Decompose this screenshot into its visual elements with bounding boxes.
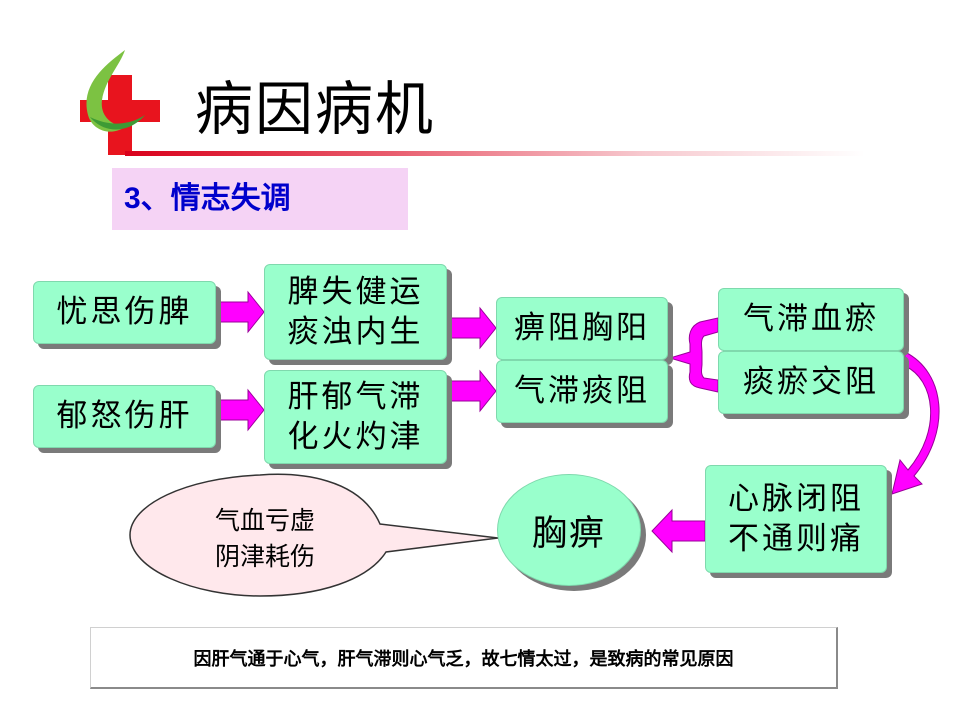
node-xin-mai-bi-zu: 心脉闭阻 不通则痛	[705, 465, 887, 573]
title-divider	[125, 151, 865, 156]
arrow-right-4	[449, 369, 497, 413]
page-title: 病因病机	[195, 75, 436, 143]
node-gan-yu-qi-zhi: 肝郁气滞 化火灼津	[264, 370, 447, 464]
node-qi-zhi-xue-yu: 气滞血瘀	[718, 288, 904, 351]
section-subtitle: 3、情志失调	[112, 168, 408, 230]
node-bi-zu-xiong-yang: 痹阻胸阳	[496, 297, 668, 360]
node-you-si-shang-pi: 忧思伤脾	[33, 281, 216, 344]
node-xiong-bi: 胸痹	[497, 474, 641, 586]
node-pi-shi-jian-yun: 脾失健运 痰浊内生	[264, 264, 447, 360]
arrow-right-1	[218, 290, 265, 334]
node-tan-yu-jiao-zu: 痰瘀交阻	[718, 351, 904, 414]
arrow-right-2	[218, 388, 265, 432]
callout-bubble	[129, 473, 499, 597]
arrow-right-3	[449, 306, 497, 350]
callout-text: 气血亏虚 阴津耗伤	[214, 506, 315, 572]
footnote: 因肝气通于心气，肝气滞则心气乏，故七情太过，是致病的常见原因	[90, 627, 838, 689]
curved-arrow-down	[891, 351, 940, 495]
brace-arrow-left	[668, 317, 719, 393]
logo-icon	[80, 50, 160, 155]
arrow-left-1	[651, 508, 706, 554]
node-yu-nu-shang-gan: 郁怒伤肝	[33, 385, 216, 448]
node-qi-zhi-tan-zu: 气滞痰阻	[496, 360, 668, 423]
